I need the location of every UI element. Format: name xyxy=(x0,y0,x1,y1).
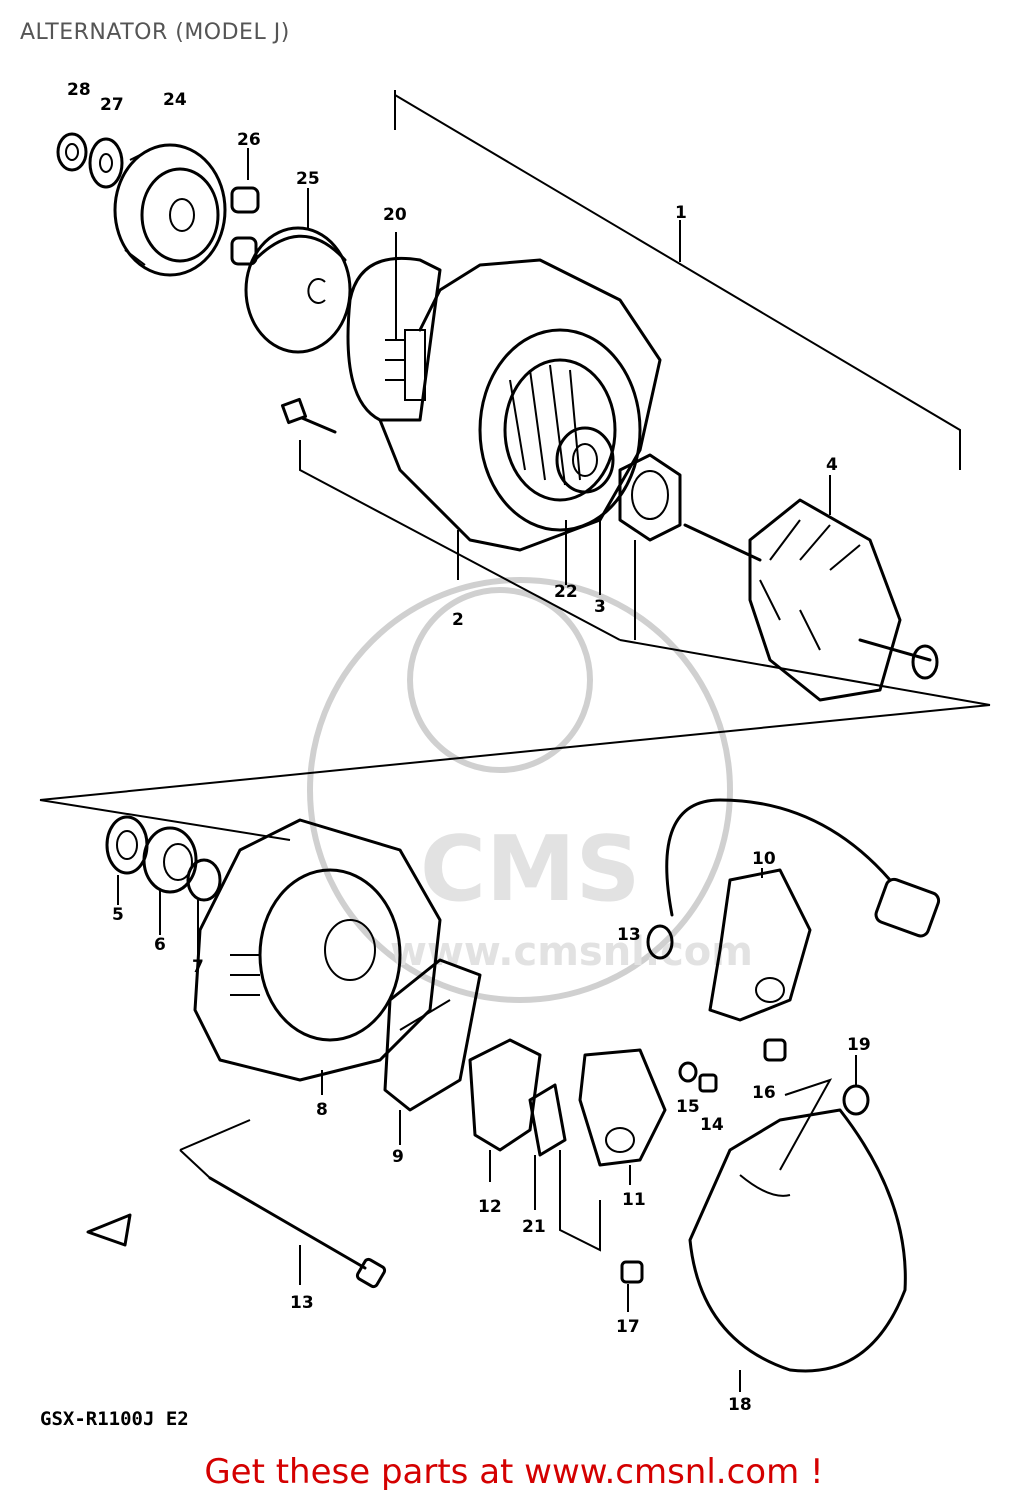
callout-1: 1 xyxy=(675,203,687,223)
callout-19: 19 xyxy=(847,1035,871,1055)
callout-10: 10 xyxy=(752,849,776,869)
part-7-seal xyxy=(186,858,222,902)
callout-14: 14 xyxy=(700,1115,724,1135)
callout-18: 18 xyxy=(728,1395,752,1415)
part-10-bracket xyxy=(665,798,941,1022)
part-22-bearing xyxy=(555,426,615,494)
part-15-washer xyxy=(678,1061,698,1083)
part-27-washer xyxy=(88,137,124,189)
callout-9: 9 xyxy=(392,1147,404,1167)
callout-13: 13 xyxy=(617,925,641,945)
part-3-retainer xyxy=(618,453,682,542)
callout-8: 8 xyxy=(316,1100,328,1120)
watermark-text: CMS xyxy=(420,817,640,922)
part-13-through-bolt xyxy=(208,1176,387,1289)
callout-11: 11 xyxy=(622,1190,646,1210)
part-19-nut xyxy=(842,1084,870,1116)
part-14-screw xyxy=(698,1073,718,1093)
callout-20: 20 xyxy=(383,205,407,225)
part-18-rear-cover xyxy=(688,1108,907,1373)
callout-26: 26 xyxy=(237,130,261,150)
part-13-grommet xyxy=(646,924,674,960)
callout-16: 16 xyxy=(752,1083,776,1103)
callout-24: 24 xyxy=(163,90,187,110)
callout-15: 15 xyxy=(676,1097,700,1117)
callout-12: 12 xyxy=(478,1197,502,1217)
part-16-screw xyxy=(763,1038,787,1062)
front-arrow-icon xyxy=(86,1213,132,1247)
part-11-regulator xyxy=(578,1048,667,1167)
part-6-bearing xyxy=(142,826,198,894)
model-code-label: GSX-R1100J E2 xyxy=(40,1408,189,1430)
part-17-screw xyxy=(620,1260,644,1284)
callout-27: 27 xyxy=(100,95,124,115)
part-4-rotor xyxy=(683,498,939,702)
callout-4: 4 xyxy=(826,455,838,475)
callout-25: 25 xyxy=(296,169,320,189)
part-9-rectifier xyxy=(383,958,482,1112)
callout-7: 7 xyxy=(192,957,204,977)
part-25-fan xyxy=(244,226,352,354)
callout-22: 22 xyxy=(554,582,578,602)
callout-28: 28 xyxy=(67,80,91,100)
callout-6: 6 xyxy=(154,935,166,955)
bolt-upper-left xyxy=(280,397,621,641)
footer-link-text[interactable]: Get these parts at www.cmsnl.com ! xyxy=(204,1452,824,1492)
callout-2: 2 xyxy=(452,610,464,630)
callout-13-bolt: 13 xyxy=(290,1293,314,1313)
page-title: ALTERNATOR (MODEL J) xyxy=(20,20,290,45)
part-5-seal xyxy=(105,815,149,875)
watermark-url: www.cmsnl.com xyxy=(390,929,753,975)
part-20-bracket xyxy=(346,256,442,422)
part-12-brush-holder xyxy=(468,1038,542,1152)
part-24-pulley xyxy=(113,143,227,277)
watermark-logo: CMS www.cmsnl.com xyxy=(307,577,753,1003)
callout-3: 3 xyxy=(594,597,606,617)
callout-21: 21 xyxy=(522,1217,546,1237)
part-28-nut xyxy=(56,132,88,172)
part-26-spacer xyxy=(230,186,260,266)
callout-5: 5 xyxy=(112,905,124,925)
callout-17: 17 xyxy=(616,1317,640,1337)
part-21-brush xyxy=(528,1083,567,1157)
part-8-rear-housing xyxy=(193,818,442,1082)
part-2-housing xyxy=(378,258,662,552)
